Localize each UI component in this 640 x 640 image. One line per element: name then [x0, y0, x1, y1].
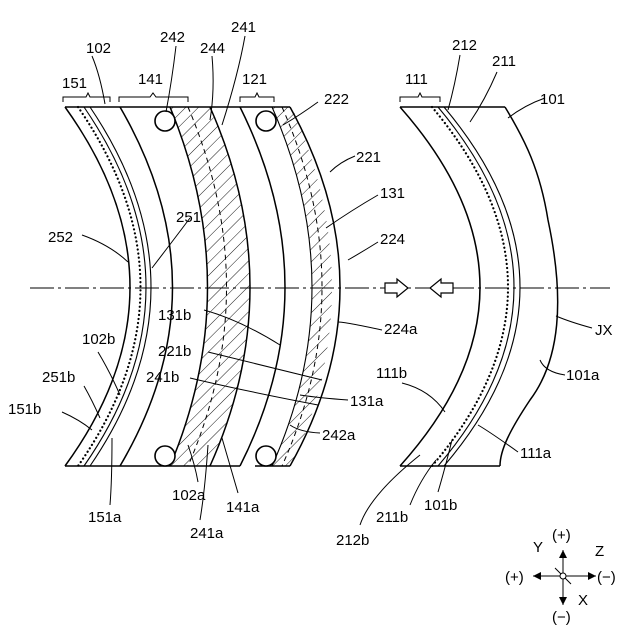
label-252: 252: [48, 229, 73, 246]
lens-101: [400, 107, 558, 466]
label-111: 111: [405, 71, 428, 88]
label-224: 224: [380, 231, 405, 248]
label-221b: 221b: [158, 343, 191, 360]
ball-242-bottom: [155, 446, 175, 466]
label-251: 251: [176, 209, 201, 226]
label-212b: 212b: [336, 532, 369, 549]
y-plus-label: (+): [552, 527, 571, 544]
coordinate-system: Y Z X (+) (+) (−) (−): [505, 527, 616, 626]
label-121: 121: [242, 71, 267, 88]
label-151: 151: [62, 75, 87, 92]
label-241a: 241a: [190, 525, 224, 542]
ball-222-top: [256, 111, 276, 131]
label-242a: 242a: [322, 427, 356, 444]
label-241: 241: [231, 19, 256, 36]
label-131a: 131a: [350, 393, 384, 410]
label-251b: 251b: [42, 369, 75, 386]
label-141: 141: [138, 71, 163, 88]
axis-y-label: Y: [533, 539, 543, 556]
reference-labels: 102 242 244 241 151 141 121 222 212 211 …: [8, 19, 613, 549]
label-102b: 102b: [82, 331, 115, 348]
label-141a: 141a: [226, 499, 260, 516]
lens-121: [240, 107, 340, 466]
ball-222-bottom: [256, 446, 276, 466]
label-212: 212: [452, 37, 477, 54]
label-224a: 224a: [384, 321, 418, 338]
label-151a: 151a: [88, 509, 122, 526]
label-242: 242: [160, 29, 185, 46]
label-jx: JX: [595, 322, 613, 339]
axis-x-label: X: [578, 592, 588, 609]
label-131: 131: [380, 185, 405, 202]
label-102a: 102a: [172, 487, 206, 504]
label-211: 211: [492, 53, 516, 70]
label-131b: 131b: [158, 307, 191, 324]
label-211b: 211b: [376, 509, 408, 526]
label-111b: 111b: [376, 365, 407, 382]
left-arrow-icon: [430, 279, 453, 297]
lens-141: [120, 107, 285, 466]
label-241b: 241b: [146, 369, 179, 386]
axis-z-label: Z: [595, 543, 604, 560]
label-222: 222: [324, 91, 349, 108]
label-101b: 101b: [424, 497, 457, 514]
label-111a: 111a: [520, 445, 552, 462]
right-arrow-icon: [385, 279, 408, 297]
label-221: 221: [356, 149, 381, 166]
label-101a: 101a: [566, 367, 600, 384]
lens-102: [65, 107, 173, 466]
braces: [63, 93, 440, 102]
label-101: 101: [540, 91, 565, 108]
label-151b: 151b: [8, 401, 41, 418]
right-minus-label: (−): [597, 569, 616, 586]
ball-242-top: [155, 111, 175, 131]
y-minus-label: (−): [552, 609, 571, 626]
label-244: 244: [200, 40, 225, 57]
left-plus-label: (+): [505, 569, 524, 586]
label-102: 102: [86, 40, 111, 57]
